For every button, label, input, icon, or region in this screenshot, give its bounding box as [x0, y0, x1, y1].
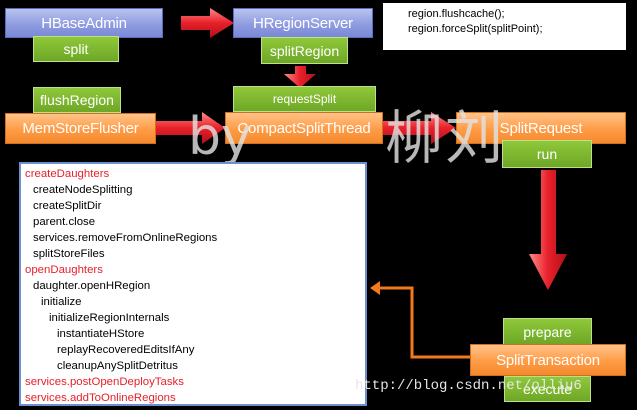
blog-url: http://blog.csdn.net/olliu6 [355, 378, 582, 394]
arrow-hregionserver-to-compactsplitthread [284, 66, 316, 88]
connector-arrowhead [370, 281, 380, 295]
step-item: instantiateHStore [57, 328, 145, 340]
step-item: services.postOpenDeployTasks [25, 376, 184, 388]
tag-label: execute [522, 381, 573, 397]
step-item: services.removeFromOnlineRegions [33, 232, 218, 244]
step-item: initializeRegionInternals [49, 312, 170, 324]
step-item: replayRecoveredEditsIfAny [57, 344, 195, 356]
step-item: createNodeSplitting [33, 184, 133, 196]
node-label: MemStoreFlusher [22, 120, 139, 137]
tag-label: requestSplit [272, 92, 337, 106]
split-steps-panel: createDaughters createNodeSplitting create… [19, 162, 367, 406]
tag-splitregion: splitRegion [261, 37, 348, 64]
node-memstoreflusher: MemStoreFlusher [5, 113, 156, 144]
code-line: region.forceSplit(splitPoint); [408, 23, 543, 35]
connector-splittransaction-to-steps [378, 286, 470, 359]
tag-label: run [536, 146, 558, 162]
tag-label: prepare [523, 323, 572, 340]
step-item: services.addToOnlineRegions [25, 392, 176, 404]
node-label: CompactSplitThread [237, 119, 371, 137]
watermark-name: 柳刘 [385, 104, 506, 172]
step-item: cleanupAnySplitDetritus [57, 360, 178, 372]
code-snippet: region.flushcache(); region.forceSplit(s… [383, 3, 626, 50]
step-item: initialize [41, 296, 82, 308]
tag-split: split [33, 36, 119, 62]
tag-execute: execute [504, 376, 591, 402]
node-hregionserver: HRegionServer [233, 8, 373, 38]
step-item: daughter.openHRegion [33, 280, 151, 292]
code-line: region.flushcache(); [408, 8, 505, 20]
node-compactsplitthread: CompactSplitThread [225, 112, 383, 144]
arrow-compactsplitthread-to-splitrequest [383, 112, 456, 144]
step-item: parent.close [33, 216, 96, 228]
tag-run: run [502, 140, 592, 168]
node-label: HBaseAdmin [41, 14, 127, 32]
step-item: openDaughters [25, 264, 103, 276]
arrow-hbaseadmin-to-hregionserver [181, 8, 234, 38]
node-label: SplitRequest [499, 119, 583, 137]
node-hbaseadmin: HBaseAdmin [5, 8, 163, 38]
tag-label: split [63, 41, 89, 57]
arrow-splitrequest-to-splittransaction [529, 170, 567, 290]
node-label: HRegionServer [253, 14, 353, 32]
tag-requestsplit: requestSplit [233, 86, 376, 112]
tag-prepare: prepare [503, 318, 592, 345]
watermark-by: by [188, 107, 252, 167]
tag-label: splitRegion [269, 42, 340, 59]
node-splitrequest: SplitRequest [456, 112, 626, 144]
arrow-memstoreflusher-to-compactsplitthread [156, 112, 225, 144]
tag-label: flushRegion [40, 92, 114, 108]
tag-flushregion: flushRegion [33, 87, 121, 113]
step-item: splitStoreFiles [33, 248, 105, 260]
step-item: createSplitDir [33, 200, 102, 212]
node-label: SplitTransaction [496, 351, 600, 369]
step-item: createDaughters [25, 168, 110, 180]
node-splittransaction: SplitTransaction [470, 344, 626, 376]
